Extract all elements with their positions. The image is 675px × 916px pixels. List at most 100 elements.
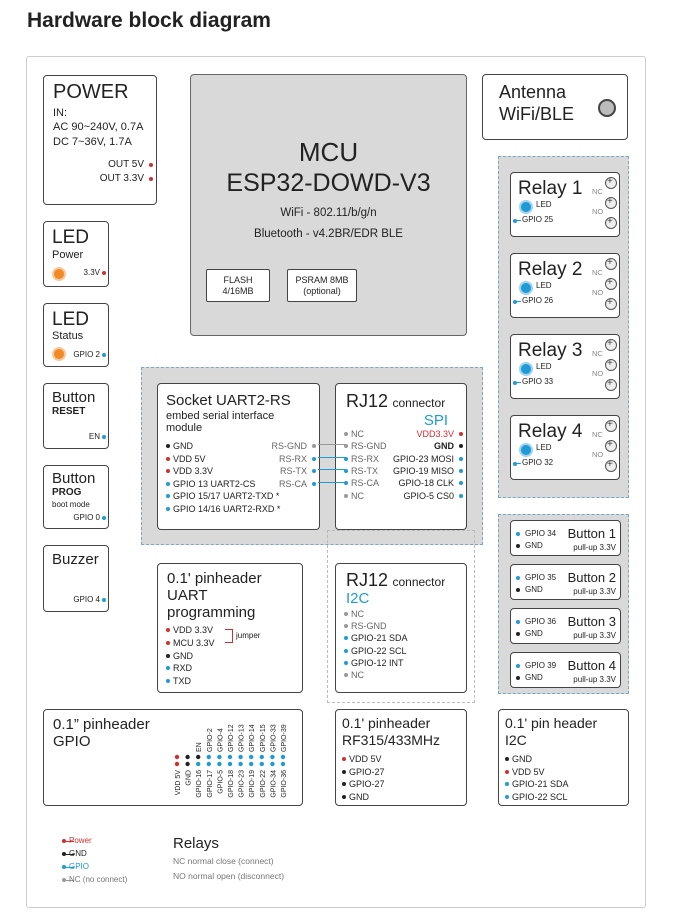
rj12-spi-name: RJ12: [346, 391, 389, 411]
button-pull: pull-up 3.3V: [573, 543, 616, 552]
antenna-label-2: WiFi/BLE: [499, 104, 575, 124]
gpio-header-title: 0.1” pinheader: [53, 716, 150, 733]
button-gpio-label: GPIO 34: [525, 529, 557, 538]
gpio-top-pin: [196, 754, 201, 760]
spi-left-dot: [344, 432, 348, 436]
power-ac-spec: AC 90~240V, 0.7A: [53, 121, 144, 133]
spi-right-dot: [459, 481, 463, 486]
socket-rs-dot: [312, 444, 316, 448]
socket-rs-label: RS-RX: [278, 453, 307, 464]
gpio-bottom-pin: [227, 761, 233, 767]
uart-pin-label: VDD 3.3V: [173, 625, 214, 635]
power-block: POWER IN: AC 90~240V, 0.7A DC 7~36V, 1.7…: [43, 75, 157, 205]
i2c-pin-dot: [344, 673, 348, 677]
socket-pin-label: VDD 5V: [173, 453, 206, 464]
i2c-pin-label: NC: [351, 670, 364, 680]
button-gpio-label: GPIO 35: [525, 573, 557, 582]
relay-gpio-line: [513, 463, 521, 464]
i2c-pin-dot: [344, 636, 348, 641]
uart-header-block: 0.1' pinheader UART programming VDD 3.3V…: [157, 563, 303, 693]
spi-left-label: NC: [351, 490, 364, 501]
legend-power-line: [62, 841, 74, 842]
uart-pin-label: TXD: [173, 676, 191, 687]
gpio-top-label: GPIO-13: [239, 724, 246, 752]
button-pull: pull-up 3.3V: [573, 631, 616, 640]
button-reset-sub: RESET: [52, 406, 86, 417]
diagram-frame: [26, 56, 646, 908]
relay-no-label: NO: [592, 450, 604, 459]
gpio-top-label: GPIO-4: [217, 728, 224, 752]
relay-no-label: NO: [592, 207, 604, 216]
relay-title: Relay 2: [518, 259, 583, 280]
spi-right-label: GPIO-5 CS0: [403, 490, 454, 501]
button-gpio-label: GPIO 39: [525, 661, 557, 670]
button-pull: pull-up 3.3V: [573, 675, 616, 684]
legend-nc-dot: [62, 878, 66, 882]
i2c-pin-dot: [344, 648, 348, 653]
button-gnd-dot: [516, 632, 520, 636]
uart-pin-dot: [166, 679, 170, 684]
led-power-pin-dot: [102, 271, 106, 275]
socket-subtitle: embed serial interface: [166, 410, 275, 422]
jumper-bracket: [225, 629, 233, 643]
rj12-i2c-title: RJ12 connector: [346, 571, 445, 590]
relay-title: Relay 3: [518, 340, 583, 361]
legend-gnd-dot: [62, 852, 66, 856]
jumper-label: jumper: [236, 631, 261, 640]
power-pin-3v3: [149, 177, 153, 181]
button-title: Button 1: [567, 526, 616, 541]
relay-led-label: LED: [536, 362, 552, 371]
legend-power-label: Power: [69, 836, 92, 845]
relay-led-label: LED: [536, 281, 552, 290]
gpio-top-label: EN: [196, 742, 203, 752]
gpio-top-label: GPIO-33: [270, 724, 277, 752]
power-out-3v3: OUT 3.3V: [99, 173, 144, 184]
spi-left-dot: [344, 481, 348, 486]
button-reset-pin: EN: [88, 432, 100, 441]
relay-terminal-icon: [605, 277, 617, 290]
socket-pin-dot: [166, 494, 170, 498]
i2c-header-pin-label: GND: [512, 754, 532, 764]
socket-subtitle-2: module: [166, 422, 203, 434]
gpio-top-label: GPIO-39: [281, 724, 288, 752]
relay-led-label: LED: [536, 443, 552, 452]
socket-pin-label: GPIO 15/17 UART2-TXD *: [173, 491, 280, 501]
spi-right-label: GPIO-18 CLK: [398, 478, 454, 489]
legend-gpio-label: GPIO: [69, 862, 90, 871]
psram-note: (optional): [303, 286, 341, 296]
button-reset-pin-dot: [102, 435, 106, 439]
led-power-block: LED Power 3.3V: [43, 221, 109, 287]
antenna-label-1: Antenna: [499, 82, 567, 102]
socket-pin-label: GPIO 13 UART2-CS: [173, 478, 256, 489]
led-status-pin: GPIO 2: [73, 350, 100, 359]
gpio-bottom-pin: [196, 761, 201, 767]
uart-pin-label: MCU 3.3V: [173, 637, 215, 648]
button-prog-sub: PROG: [52, 487, 82, 498]
mcu-wifi: WiFi - 802.11/b/g/n: [280, 207, 377, 219]
legend-gnd-line: [62, 854, 74, 855]
relay-led-icon: [519, 281, 533, 295]
rf-pin-label: VDD 5V: [349, 754, 382, 764]
relay-nc-label: NC: [592, 268, 603, 277]
page-title: Hardware block diagram: [27, 9, 271, 32]
led-status-indicator-icon: [52, 347, 66, 361]
socket-rs-label: RS-GND: [271, 441, 308, 451]
button-gnd-label: GND: [525, 585, 543, 594]
rf-pin-label: GPIO-27: [349, 779, 385, 789]
rf-header-title: 0.1' pinheader: [342, 715, 431, 731]
button-gnd-label: GND: [525, 673, 543, 682]
gpio-top-pin: [280, 754, 286, 760]
button-gnd-dot: [516, 676, 520, 680]
relay-gpio-label: GPIO 25: [522, 215, 554, 224]
led-status-sub: Status: [52, 330, 84, 342]
uart-pin-dot: [166, 640, 170, 645]
antenna-block: Antenna WiFi/BLE: [482, 74, 628, 140]
led-power-sub: Power: [52, 249, 84, 261]
uart-pin-dot: [166, 628, 170, 632]
socket-rs-label: RS-CA: [278, 478, 307, 489]
spi-right-label: GND: [434, 441, 454, 452]
